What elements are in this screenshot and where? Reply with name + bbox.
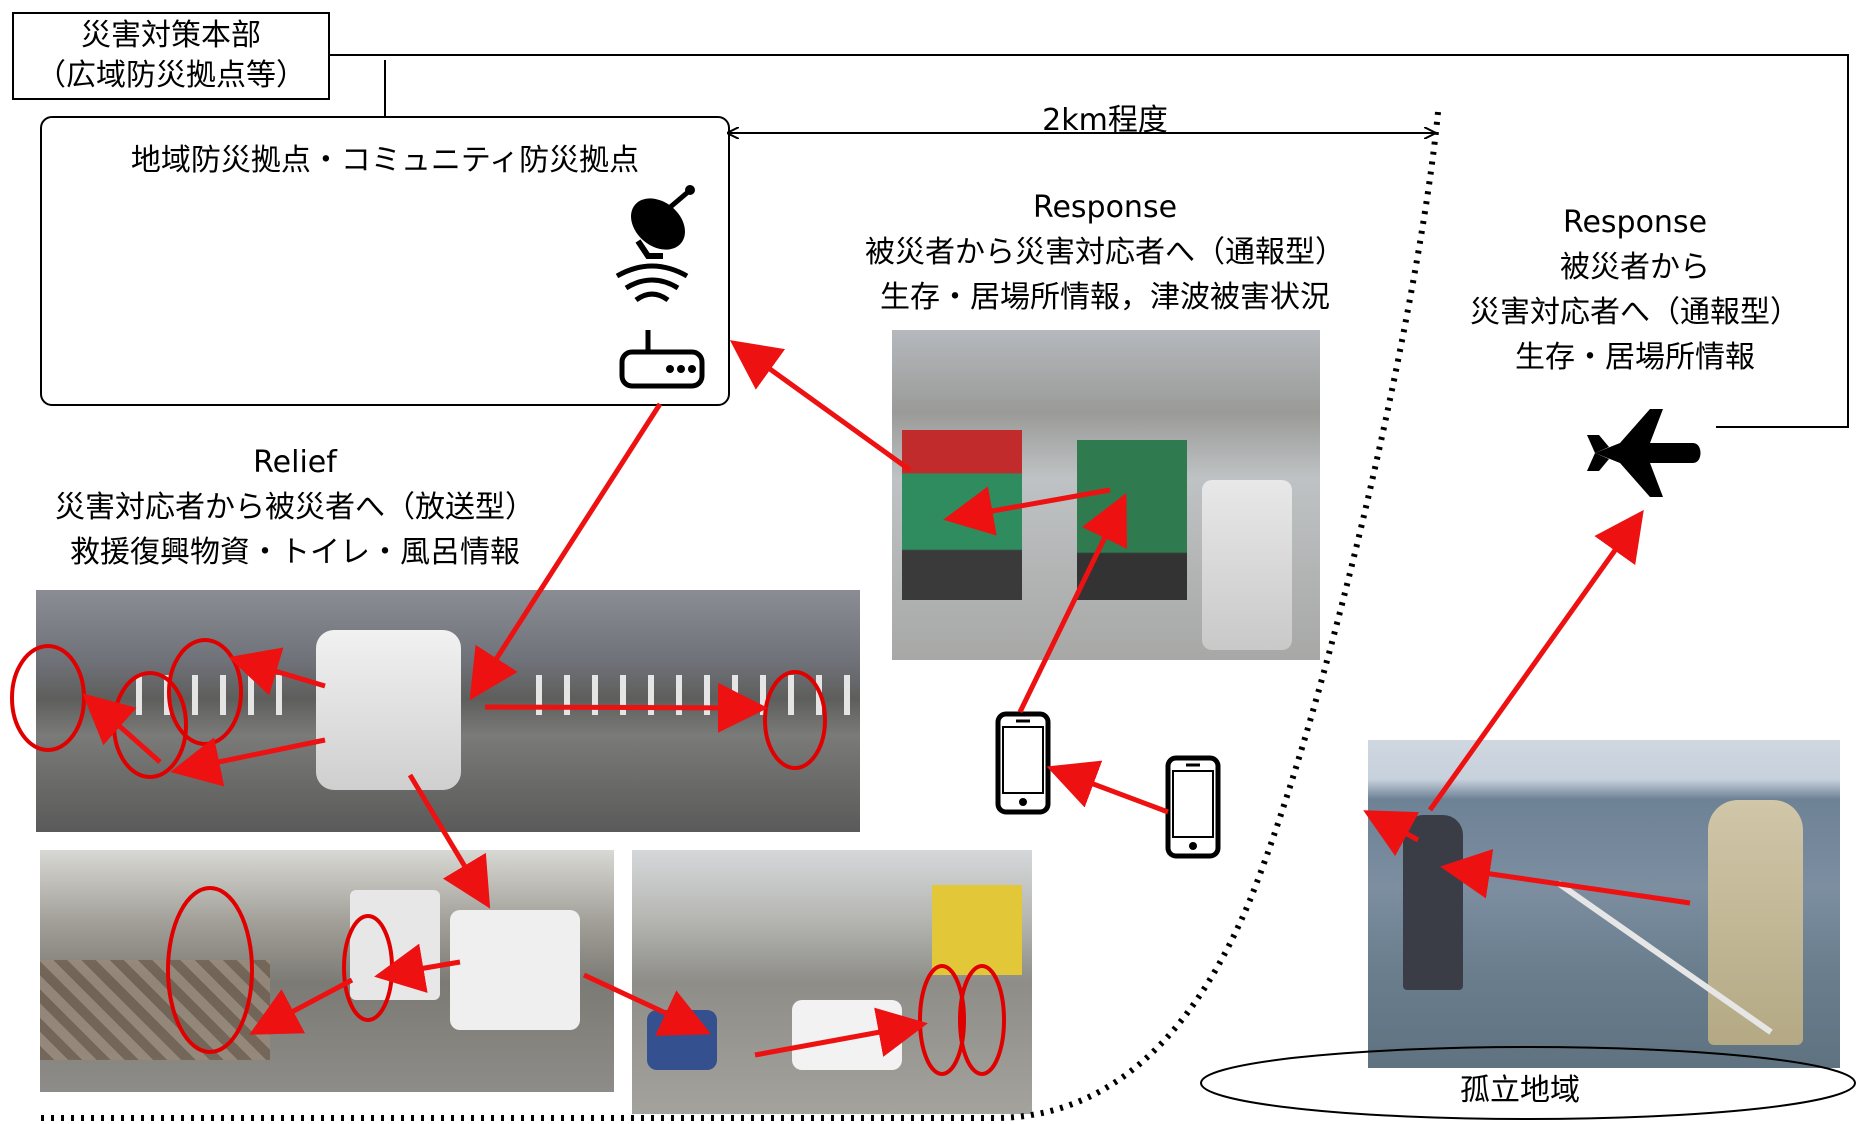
- arrow-truck-to-truck: [943, 486, 1111, 536]
- relief-line1: 災害対応者から被災者へ（放送型）: [55, 490, 535, 525]
- relief-text: Relief 災害対応者から被災者へ（放送型） 救援復興物資・トイレ・風呂情報: [0, 440, 590, 575]
- person-highlight: [763, 670, 827, 770]
- response-center-text: Response 被災者から災害対応者へ（通報型） 生存・居場所情報，津波被害状…: [820, 185, 1390, 320]
- arrow-person-to-edge: [1363, 810, 1420, 857]
- arrow-phone-to-truck: [1017, 493, 1128, 714]
- arrow-truck-to-base: [729, 340, 912, 473]
- arrow-isolated-to-airplane: [1427, 509, 1644, 812]
- dotted-boundary: [40, 111, 1441, 1122]
- community-base-box: [40, 116, 730, 406]
- response-center-line2: 生存・居場所情報，津波被害状況: [880, 280, 1330, 315]
- response-right-line2: 災害対応者へ（通報型）: [1470, 295, 1800, 330]
- isolated-area-label: 孤立地域: [1460, 1073, 1580, 1108]
- hq-connection-line: [330, 54, 1849, 428]
- arrow-cyclist-to-cyclist: [249, 977, 354, 1035]
- hq-box: 災害対策本部 （広域防災拠点等）: [12, 12, 330, 100]
- person-highlight: [342, 914, 394, 1022]
- arrow-to-photo3: [582, 972, 712, 1036]
- relief-line2: 救援復興物資・トイレ・風呂情報: [70, 535, 520, 570]
- response-right-line1: 被災者から: [1560, 250, 1710, 285]
- isolated-area-photo: [1368, 740, 1840, 1068]
- arrow-car-to-person: [484, 682, 768, 733]
- community-base-title: 地域防災拠点・コミュニティ防災拠点: [130, 143, 640, 178]
- arrow-person-to-person: [1440, 849, 1691, 906]
- smartphone-icon: [995, 711, 1051, 815]
- wifi-waves-icon: [615, 263, 689, 303]
- arrow-car-to-person: [170, 737, 326, 787]
- response-right-text: Response 被災者から 災害対応者へ（通報型） 生存・居場所情報: [1400, 200, 1865, 380]
- response-center-title: Response: [1032, 190, 1178, 225]
- arrow-person-to-person: [82, 693, 162, 764]
- isolated-area-ellipse: [1200, 1046, 1856, 1120]
- person-highlight: [918, 964, 966, 1076]
- arrow-car-to-photo2: [407, 773, 491, 909]
- arrow-car-to-person: [228, 647, 326, 696]
- arrow-car-to-cyclist: [374, 943, 461, 993]
- person-highlight: [166, 886, 254, 1054]
- hq-line1: 災害対策本部: [81, 18, 261, 53]
- arrow-base-to-relief-car: [469, 402, 663, 701]
- response-center-line1: 被災者から災害対応者へ（通報型）: [865, 235, 1345, 270]
- hq-line2: （広域防災拠点等）: [36, 58, 306, 93]
- response-right-line3: 生存・居場所情報: [1515, 340, 1755, 375]
- red-arrows: [82, 340, 1691, 1058]
- satellite-dish-icon: [631, 185, 695, 259]
- response-right-title: Response: [1562, 205, 1708, 240]
- airplane-icon: [1587, 409, 1701, 497]
- person-highlight: [10, 644, 86, 752]
- relief-title: Relief: [253, 445, 337, 480]
- arrow-car-to-cyclists: [754, 1007, 928, 1058]
- smartphone-icon-2: [1165, 755, 1221, 859]
- router-icon: [619, 330, 705, 389]
- person-highlight: [958, 964, 1006, 1076]
- arrow-phone-to-phone: [1046, 760, 1169, 815]
